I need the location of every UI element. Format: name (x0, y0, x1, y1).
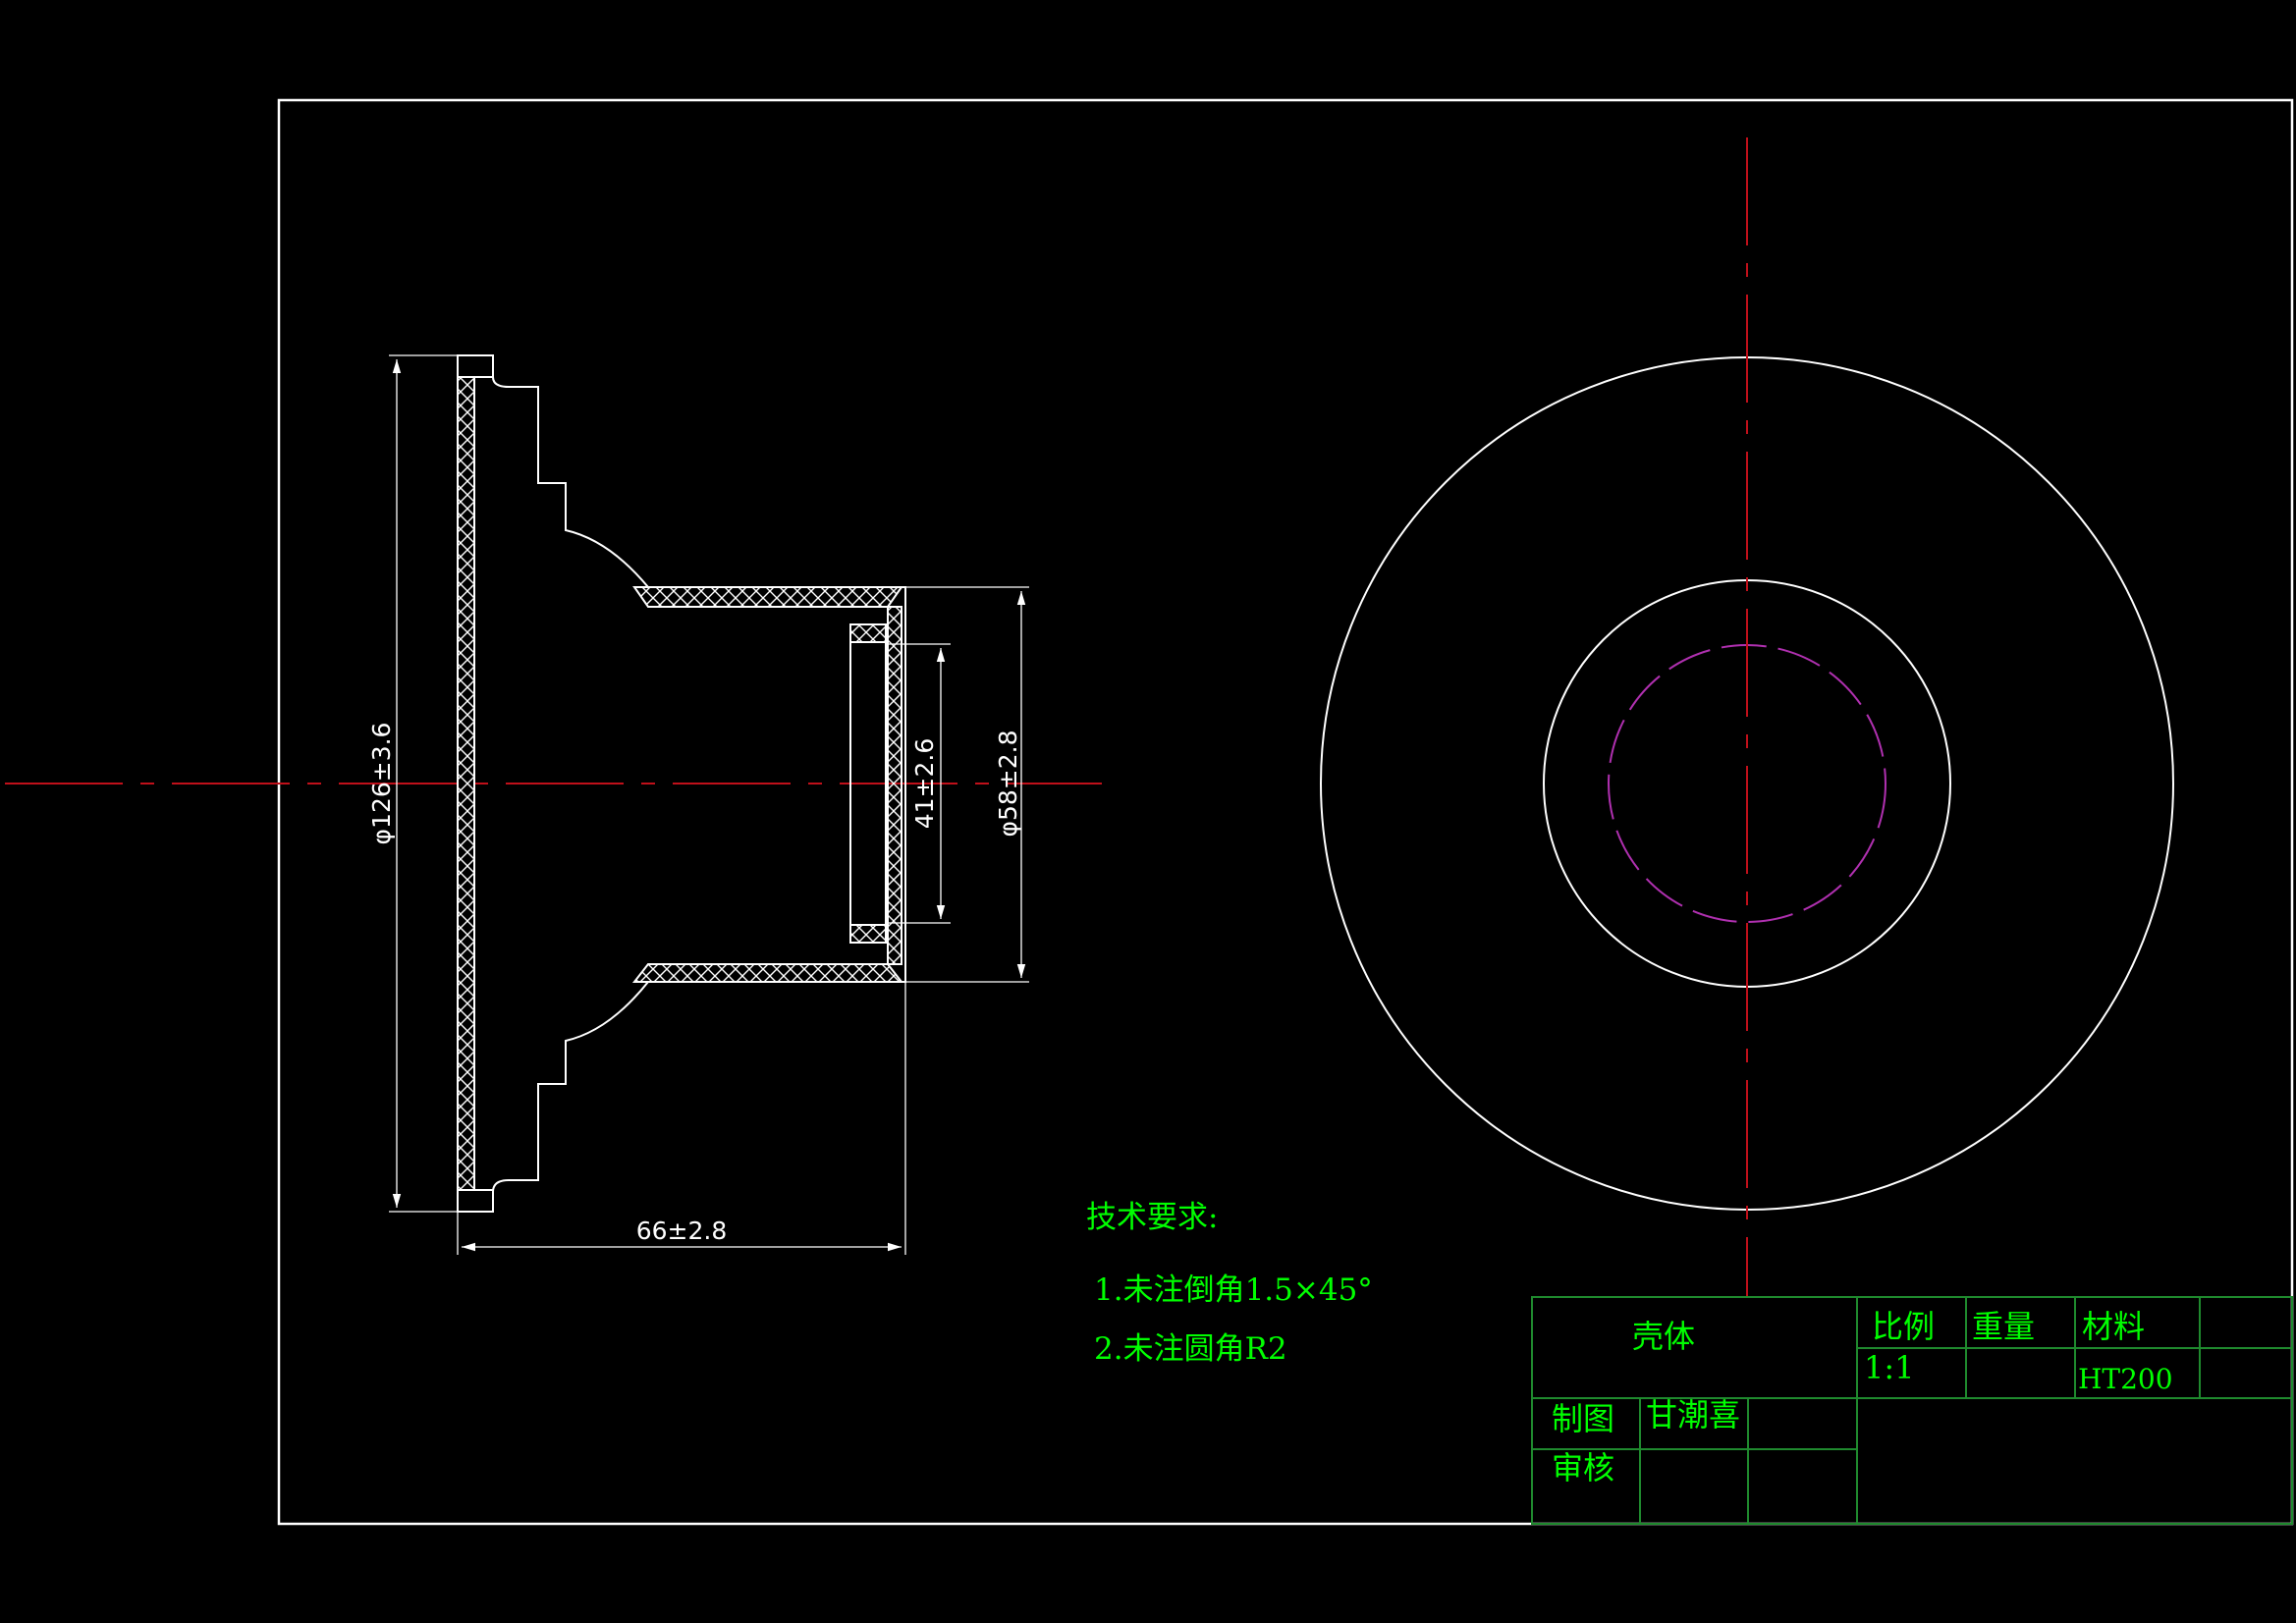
note-2: 2.未注圆角R2 (1094, 1331, 1287, 1367)
part-name: 壳体 (1632, 1318, 1695, 1355)
drawn-label: 制图 (1552, 1400, 1614, 1437)
outer-diameter-label: φ126±3.6 (367, 723, 396, 845)
check-label: 审核 (1552, 1449, 1614, 1487)
note-1: 1.未注倒角1.5×45° (1094, 1272, 1373, 1308)
hub-wall-top (632, 586, 903, 608)
end-cap-hatch (887, 606, 902, 965)
end-view (1320, 137, 2174, 1296)
bore-label: 41±2.6 (910, 738, 939, 830)
hub-diameter-label: φ58±2.8 (994, 730, 1022, 837)
technical-notes: 技术要求: 1.未注倒角1.5×45° 2.未注圆角R2 (1086, 1200, 1373, 1367)
weight-label: 重量 (1972, 1308, 2035, 1345)
title-block (1531, 1296, 2293, 1525)
drawing-frame (277, 98, 2294, 1526)
notes-heading: 技术要求: (1086, 1200, 1218, 1235)
length-label: 66±2.8 (636, 1217, 728, 1245)
material-value: HT200 (2078, 1363, 2173, 1395)
drawn-by: 甘潮喜 (1646, 1396, 1740, 1434)
flange-wall-hatch (457, 376, 475, 1191)
material-label: 材料 (2082, 1308, 2145, 1345)
scale-value: 1:1 (1864, 1349, 1915, 1386)
section-view: φ126±3.6 66±2.8 41±2.6 φ58±2.8 (5, 354, 1102, 1255)
scale-label: 比例 (1872, 1308, 1935, 1345)
bushing-hatch-bottom (849, 924, 887, 944)
bushing-hatch-top (849, 623, 887, 643)
hub-wall-bottom (631, 963, 904, 983)
